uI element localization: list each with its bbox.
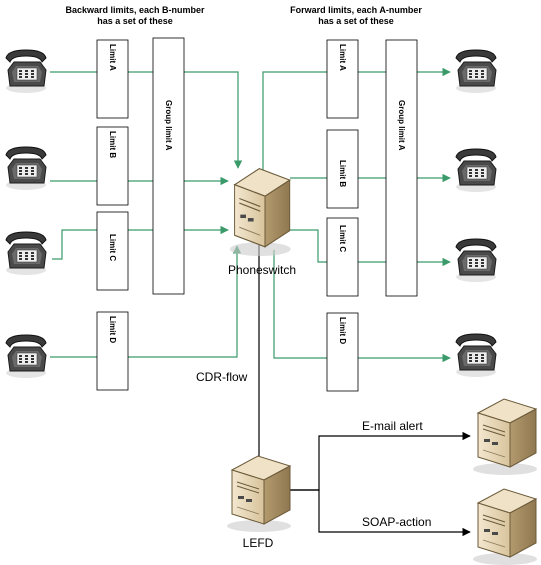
telephone-icon — [455, 238, 497, 283]
forward-limit-c-box — [326, 217, 359, 297]
group-limit-right-box — [385, 39, 418, 297]
backward-limit-d-box — [96, 311, 129, 391]
forward-limit-b-box — [326, 129, 359, 209]
backward-header-line-1: Backward limits, each B-number — [65, 5, 205, 15]
soap-server-icon — [472, 488, 538, 565]
backward-limit-c-label: Limit C — [108, 234, 117, 261]
forward-limit-d-label: Limit D — [338, 317, 347, 344]
forward-header-line-1: Forward limits, each A-number — [290, 5, 422, 15]
lefd-server-icon — [226, 455, 292, 533]
cdr-flow-label: CDR-flow — [196, 370, 248, 384]
telephone-icon — [455, 333, 497, 378]
phoneswitch-label: Phoneswitch — [228, 263, 296, 277]
forward-limit-a-box — [326, 39, 359, 119]
telephone-icon — [455, 148, 497, 193]
telephone-icon — [455, 49, 497, 94]
backward-header-line-2: has a set of these — [97, 16, 173, 26]
backward-limit-a-box — [96, 39, 129, 119]
telephone-icon — [5, 231, 47, 276]
backward-limit-c-box — [96, 211, 129, 291]
telephone-icon — [5, 49, 47, 94]
email-alert-label: E-mail alert — [362, 419, 423, 433]
email-server-icon — [472, 398, 538, 476]
group-limit-right-label: Group limit A — [397, 100, 406, 151]
group-limit-left-label: Group limit A — [164, 100, 173, 151]
lefd-label: LEFD — [243, 536, 274, 550]
forward-limit-b-label: Limit B — [338, 160, 347, 187]
group-limit-left-box — [152, 37, 185, 295]
forward-limit-d-box — [326, 312, 359, 392]
forward-header-line-2: has a set of these — [318, 16, 394, 26]
backward-limit-b-label: Limit B — [108, 131, 117, 158]
backward-limit-d-label: Limit D — [108, 316, 117, 343]
soap-action-label: SOAP-action — [362, 515, 431, 529]
phoneswitch-server-icon — [229, 168, 292, 257]
telephone-icon — [5, 146, 47, 191]
backward-limit-a-label: Limit A — [108, 44, 117, 71]
forward-limit-c-label: Limit C — [338, 225, 347, 252]
telephone-icon — [5, 334, 47, 379]
forward-limit-a-label: Limit A — [338, 44, 347, 71]
black-connections — [254, 244, 471, 537]
backward-limit-b-box — [96, 126, 129, 206]
